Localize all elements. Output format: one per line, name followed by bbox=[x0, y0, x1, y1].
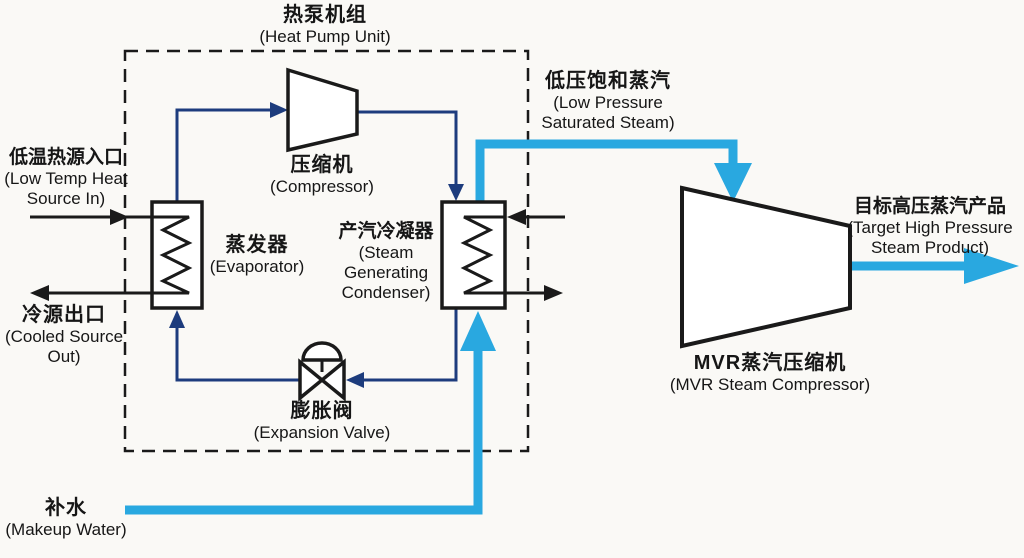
evaporator-coil-icon bbox=[152, 215, 193, 295]
condenser-coil-icon bbox=[460, 215, 505, 295]
label-compressor: 压缩机 (Compressor) bbox=[257, 154, 387, 197]
low-temp-in-label-en1: (Low Temp Heat bbox=[4, 169, 128, 188]
label-mvr-compressor: MVR蒸汽压缩机 (MVR Steam Compressor) bbox=[648, 352, 892, 395]
label-hp-steam-product: 目标高压蒸汽产品 (Target High Pressure Steam Pro… bbox=[836, 195, 1024, 258]
evaporator-label-en: (Evaporator) bbox=[209, 257, 305, 276]
refrigerant-arrowhead-condenser-inlet-icon bbox=[448, 184, 464, 201]
mvr-compressor-label-en: (MVR Steam Compressor) bbox=[669, 375, 871, 394]
cooled-out-label-en1: (Cooled Source bbox=[4, 327, 124, 346]
label-condenser: 产汽冷凝器 (Steam Generating Condenser) bbox=[330, 220, 442, 303]
heat-pump-unit-label-zh: 热泵机组 bbox=[283, 4, 367, 26]
label-expansion-valve: 膨胀阀 (Expansion Valve) bbox=[237, 400, 407, 443]
lp-steam-pipe bbox=[475, 139, 738, 205]
condenser-feed-in-arrowhead-icon bbox=[507, 209, 526, 225]
hp-product-label-en2: Steam Product) bbox=[870, 238, 990, 257]
compressor-label-en: (Compressor) bbox=[270, 177, 374, 196]
cooled-source-out-arrowhead-icon bbox=[30, 285, 49, 301]
label-cooled-source-out: 冷源出口 (Cooled Source Out) bbox=[0, 304, 128, 367]
condenser-label-zh: 产汽冷凝器 bbox=[338, 221, 434, 242]
makeup-water-arrowhead-icon bbox=[460, 311, 496, 351]
condenser-label-en3: Condenser) bbox=[341, 283, 431, 302]
heat-pump-boundary-box bbox=[123, 49, 530, 453]
low-temp-in-label-en2: Source In) bbox=[26, 189, 106, 208]
lp-steam-arrowhead-icon bbox=[714, 163, 752, 202]
label-evaporator: 蒸发器 (Evaporator) bbox=[202, 234, 312, 277]
label-heat-pump-unit: 热泵机组 (Heat Pump Unit) bbox=[240, 4, 410, 47]
makeup-water-label-zh: 补水 bbox=[45, 497, 87, 519]
mvr-compressor-symbol bbox=[680, 185, 852, 349]
makeup-water-label-en: (Makeup Water) bbox=[5, 520, 127, 539]
expansion-valve-left-triangle bbox=[298, 358, 325, 402]
evaporator-label-zh: 蒸发器 bbox=[225, 234, 289, 256]
refrigerant-arrowhead-valve-inlet-icon bbox=[346, 372, 364, 388]
makeup-water-pipe bbox=[125, 351, 483, 515]
refrigerant-line-valve-to-evaporator bbox=[175, 327, 300, 382]
expansion-valve-label-en: (Expansion Valve) bbox=[253, 423, 391, 442]
heat-pump-unit-label-en: (Heat Pump Unit) bbox=[259, 27, 391, 46]
label-lp-saturated-steam: 低压饱和蒸汽 (Low Pressure Saturated Steam) bbox=[518, 70, 698, 133]
mvr-compressor-label-zh: MVR蒸汽压缩机 bbox=[693, 352, 847, 374]
lp-steam-label-en2: Saturated Steam) bbox=[541, 113, 675, 132]
cooled-out-label-zh: 冷源出口 bbox=[22, 304, 106, 326]
refrigerant-line-compressor-to-condenser bbox=[357, 110, 458, 186]
refrigerant-arrowhead-evaporator-inlet-icon bbox=[169, 310, 185, 328]
refrigerant-line-condenser-to-valve bbox=[363, 308, 458, 382]
lp-steam-label-en1: (Low Pressure bbox=[553, 93, 663, 112]
heat-source-in-arrowhead-icon bbox=[110, 209, 129, 225]
condenser-label-en1: (Steam bbox=[358, 243, 414, 262]
hp-product-label-zh: 目标高压蒸汽产品 bbox=[853, 196, 1006, 217]
low-temp-in-label-zh: 低温热源入口 bbox=[8, 147, 123, 168]
expansion-valve-right-triangle bbox=[319, 358, 346, 402]
label-low-temp-heat-source-in: 低温热源入口 (Low Temp Heat Source In) bbox=[0, 146, 132, 209]
hp-product-label-en1: (Target High Pressure bbox=[847, 218, 1013, 237]
label-makeup-water: 补水 (Makeup Water) bbox=[2, 497, 130, 540]
compressor-symbol bbox=[286, 67, 359, 153]
condenser-label-en2: Generating bbox=[343, 263, 429, 282]
refrigerant-arrowhead-compressor-inlet-icon bbox=[270, 102, 288, 118]
compressor-label-zh: 压缩机 bbox=[290, 154, 354, 176]
cooled-out-label-en2: Out) bbox=[47, 347, 81, 366]
lp-steam-label-zh: 低压饱和蒸汽 bbox=[545, 70, 671, 92]
refrigerant-line-evap-to-compressor bbox=[175, 108, 272, 203]
expansion-valve-actuator-icon bbox=[301, 341, 343, 362]
condenser-outlet-arrowhead-icon bbox=[544, 285, 563, 301]
condenser-symbol bbox=[440, 200, 507, 310]
hp-product-arrowhead-icon bbox=[964, 248, 1019, 284]
expansion-valve-label-zh: 膨胀阀 bbox=[290, 400, 354, 422]
